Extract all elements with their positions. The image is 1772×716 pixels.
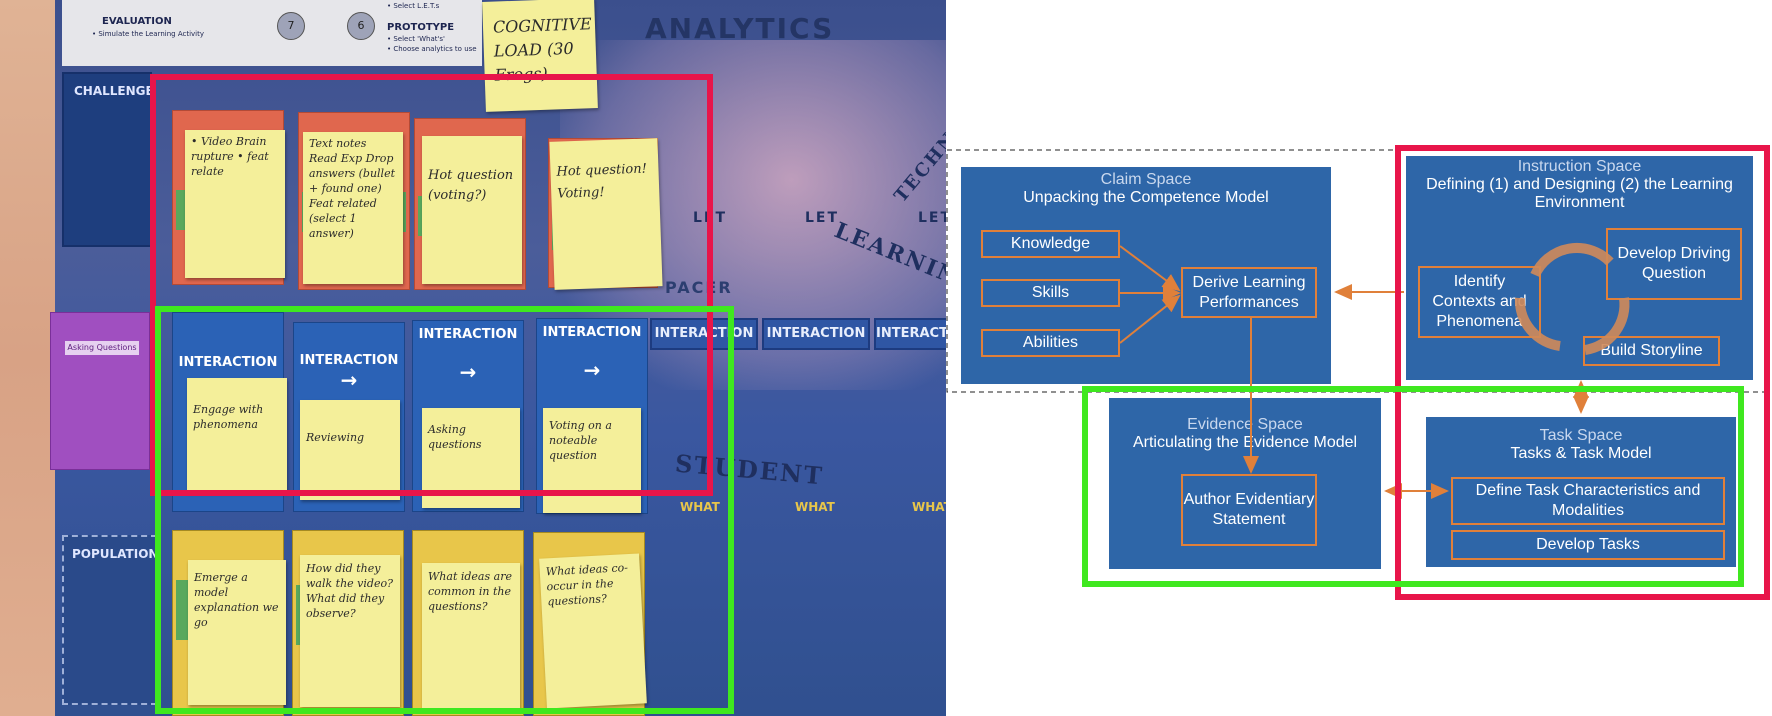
arrow-knowledge-derive bbox=[1120, 246, 1179, 290]
highlight-green-diagram bbox=[1085, 389, 1741, 584]
cycle-arrows-icon bbox=[1520, 248, 1625, 350]
highlight-red-diagram bbox=[1398, 148, 1767, 597]
arrow-abilities-derive bbox=[1120, 296, 1179, 343]
